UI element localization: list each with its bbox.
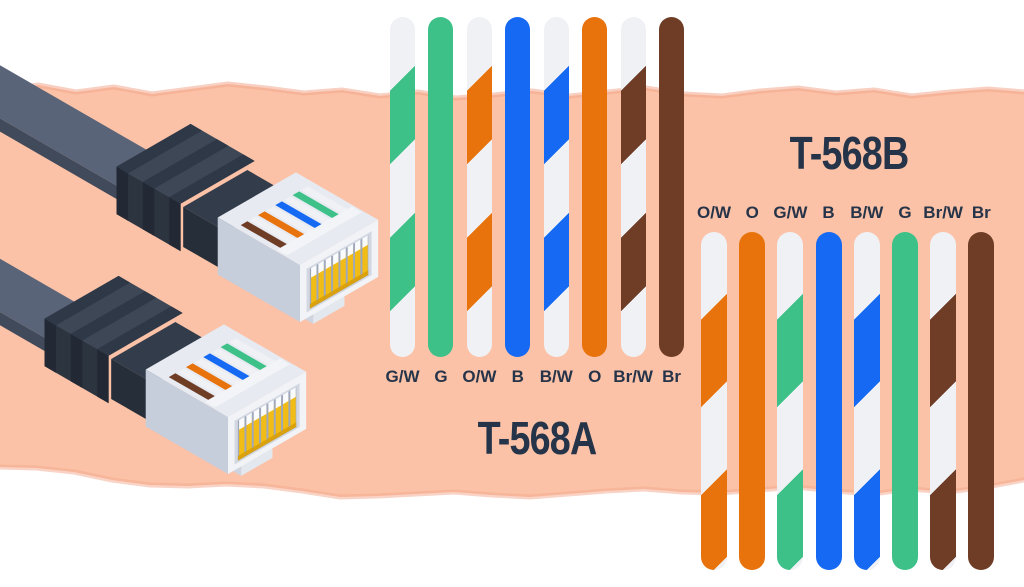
torn-edge-bottom xyxy=(0,464,1024,500)
wire-t568b-br xyxy=(968,232,995,570)
wire-t568a-b xyxy=(505,17,531,357)
rj45-connector-top xyxy=(0,0,379,324)
wire-t568b-g xyxy=(891,232,918,570)
wire-label-t568b-2: G/W xyxy=(773,203,808,222)
wire-label-t568b-3: B xyxy=(822,203,835,222)
wire-t568b-bw xyxy=(853,232,880,570)
wire-group-t568b xyxy=(701,232,997,570)
wire-t568a-bw xyxy=(543,17,569,357)
wire-label-t568a-7: Br xyxy=(662,367,682,386)
wire-label-t568a-2: O/W xyxy=(462,367,497,386)
wire-t568b-gw xyxy=(777,232,804,570)
wire-label-t568a-1: G xyxy=(434,367,448,386)
wire-label-t568b-1: O xyxy=(745,203,759,222)
wire-t568b-brw xyxy=(930,232,957,570)
diagram-t568b: T-568B O/W O G/W B B/W G Br/W Br xyxy=(697,127,997,570)
wire-t568a-gw xyxy=(390,17,415,357)
wire-group-t568a xyxy=(390,17,684,357)
wire-t568a-br xyxy=(659,17,684,357)
wire-labels-t568b: O/W O G/W B B/W G Br/W Br xyxy=(697,200,997,226)
wire-t568b-o xyxy=(739,232,766,570)
diagram-title-t568b: T-568B xyxy=(789,127,910,179)
wire-labels-t568a: G/W G O/W B B/W O Br/W Br xyxy=(385,365,684,389)
wire-t568b-ow xyxy=(701,232,727,570)
diagram-title-t568a: T-568A xyxy=(477,412,598,464)
wire-label-t568b-4: B/W xyxy=(850,203,884,222)
wire-label-t568b-5: G xyxy=(898,203,912,222)
wire-t568a-brw xyxy=(620,17,646,357)
wire-label-t568b-6: Br/W xyxy=(923,203,963,222)
diagram-t568a: G/W G O/W B B/W O Br/W Br T-568A xyxy=(385,17,684,465)
wire-label-t568a-4: B/W xyxy=(539,367,573,386)
wire-label-t568b-7: Br xyxy=(971,203,991,222)
wire-label-t568b-0: O/W xyxy=(697,203,731,222)
wire-label-t568a-0: G/W xyxy=(385,367,420,386)
wire-t568a-o xyxy=(582,17,608,357)
wire-label-t568a-6: Br/W xyxy=(613,367,653,386)
wire-t568b-b xyxy=(815,232,842,570)
wire-label-t568a-5: O xyxy=(588,367,602,386)
wire-t568a-g xyxy=(428,17,454,357)
wire-t568a-ow xyxy=(466,17,492,357)
wire-label-t568a-3: B xyxy=(511,367,524,386)
